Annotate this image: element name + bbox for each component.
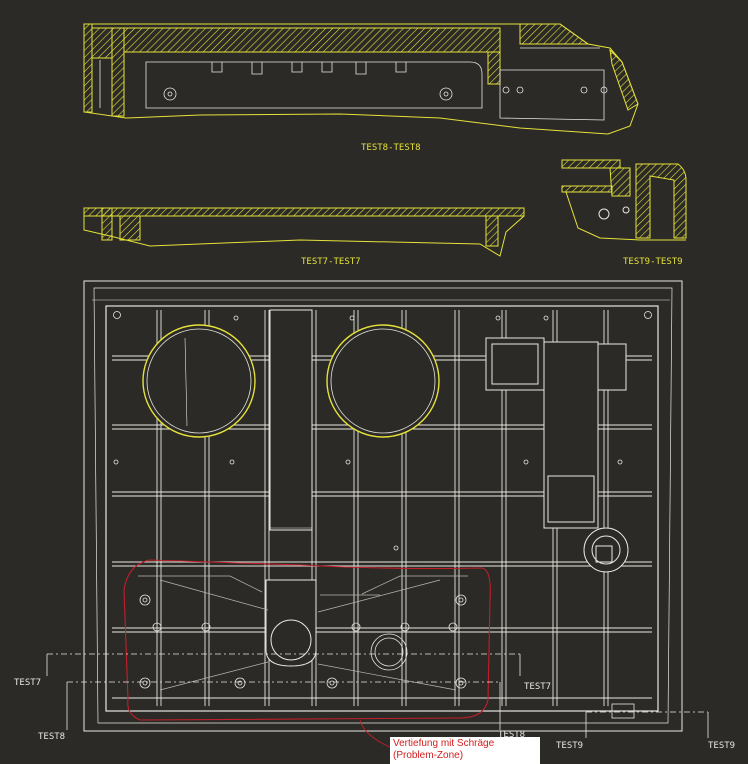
circular-opening-right — [326, 324, 440, 438]
section-label-test8: TEST8-TEST8 — [361, 143, 421, 153]
section-test8-detail — [99, 47, 608, 121]
section-test8-view — [83, 23, 639, 135]
cut-label-test8-right: TEST8 — [498, 730, 526, 740]
section-label-test9: TEST9-TEST9 — [623, 257, 683, 267]
problem-zone-note: Vertiefung mit Schräge (Problem-Zone) — [390, 737, 540, 764]
cut-label-test7-left: TEST7 — [14, 678, 42, 688]
cut-lines — [47, 653, 708, 713]
section-label-test7: TEST7-TEST7 — [301, 257, 361, 267]
circular-opening-left — [142, 324, 256, 438]
cut-label-test7-right: TEST7 — [524, 682, 552, 692]
sloped-recess — [138, 575, 468, 691]
cut-arrows — [46, 654, 709, 738]
plan-view-outline — [83, 280, 683, 732]
section-test9-view — [561, 159, 687, 241]
note-line-2: (Problem-Zone) — [393, 750, 464, 761]
problem-zone-outline — [123, 559, 491, 721]
note-line-1: Vertiefung mit Schräge — [393, 738, 495, 749]
note-leader-line — [359, 719, 393, 749]
section-test7-view — [83, 207, 525, 257]
central-channel — [265, 309, 317, 667]
cut-label-test8-left: TEST8 — [38, 732, 66, 742]
right-pockets — [485, 337, 629, 573]
mounting-holes — [113, 311, 652, 719]
cut-label-test9-right: TEST9 — [708, 741, 736, 751]
cut-label-test9-left: TEST9 — [556, 741, 584, 751]
